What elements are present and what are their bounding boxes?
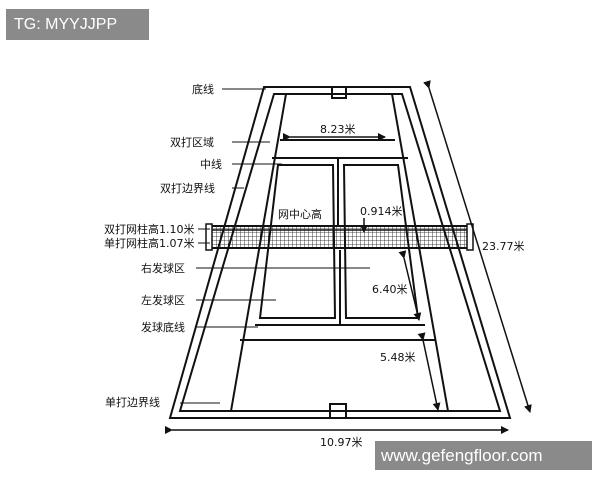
dim-backcourt-depth: 5.48米 (380, 351, 416, 364)
dim-service-depth: 6.40米 (372, 283, 408, 296)
service-court-left (258, 164, 337, 319)
label-center-line: 中线 (200, 157, 222, 171)
dim-singles-width: 8.23米 (320, 123, 356, 136)
label-doubles-post-height: 双打网柱高1.10米 (104, 222, 195, 236)
singles-sideline-left (230, 93, 287, 412)
leader-lines (180, 88, 370, 404)
label-net-center-height: 网中心高 (278, 207, 322, 221)
label-doubles-area: 双打区域 (170, 135, 214, 149)
net-post-left (205, 223, 213, 251)
dim-net-center: 0.914米 (360, 205, 403, 218)
label-service-baseline: 发球底线 (141, 320, 185, 334)
doubles-outer-boundary (168, 86, 512, 419)
dimension-arrows (165, 80, 532, 434)
label-singles-sideline: 单打边界线 (105, 395, 160, 409)
label-baseline: 底线 (192, 82, 214, 96)
label-singles-post-height: 单打网柱高1.07米 (104, 236, 195, 250)
dim-court-width: 10.97米 (320, 436, 363, 449)
watermark-bottom: www.gefengfloor.com (375, 441, 592, 470)
watermark-top: TG: MYYJJPP (6, 9, 149, 40)
label-right-service-court: 右发球区 (141, 261, 185, 275)
net (205, 223, 474, 251)
court-lines (168, 86, 512, 419)
baseline-notch-bottom (329, 403, 347, 418)
dim-court-length: 23.77米 (482, 240, 525, 253)
baseline-notch-top (331, 87, 347, 99)
label-left-service-court: 左发球区 (141, 293, 185, 307)
label-doubles-sideline: 双打边界线 (160, 181, 215, 195)
